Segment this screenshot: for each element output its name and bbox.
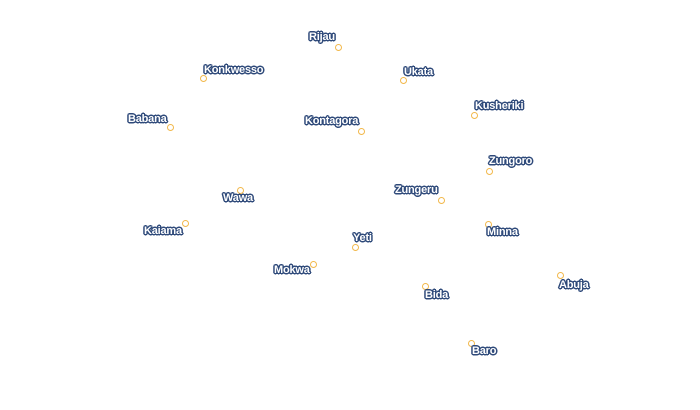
place-marker[interactable] [556, 271, 564, 279]
place-label: Rijau [309, 31, 335, 43]
place-label: Baro [472, 345, 497, 357]
place-marker[interactable] [357, 127, 365, 135]
place-label: Zungoro [489, 155, 533, 167]
place-label: Kaiama [144, 225, 182, 237]
place-marker[interactable] [467, 339, 475, 347]
place-label: Kusheriki [475, 100, 524, 112]
place-label: Babana [128, 113, 167, 125]
place-label: Yeti [353, 232, 372, 244]
place-label: Ukata [404, 66, 433, 78]
place-marker[interactable] [399, 76, 407, 84]
place-label: Kontagora [305, 115, 359, 127]
place-marker[interactable] [309, 260, 317, 268]
place-marker[interactable] [484, 220, 492, 228]
place-marker[interactable] [437, 196, 445, 204]
place-label: Zungeru [395, 184, 438, 196]
place-marker[interactable] [421, 282, 429, 290]
place-marker[interactable] [236, 186, 244, 194]
place-label: Bida [425, 289, 449, 301]
place-marker[interactable] [181, 219, 189, 227]
place-marker[interactable] [485, 167, 493, 175]
place-label: Wawa [223, 192, 253, 204]
place-marker[interactable] [351, 243, 359, 251]
place-marker[interactable] [470, 111, 478, 119]
place-marker[interactable] [199, 74, 207, 82]
place-label: Mokwa [274, 264, 310, 276]
place-marker[interactable] [334, 43, 342, 51]
place-label: Konkwesso [204, 64, 264, 76]
place-label: Abuja [559, 279, 589, 291]
place-marker[interactable] [166, 123, 174, 131]
place-label: Minna [487, 226, 518, 238]
